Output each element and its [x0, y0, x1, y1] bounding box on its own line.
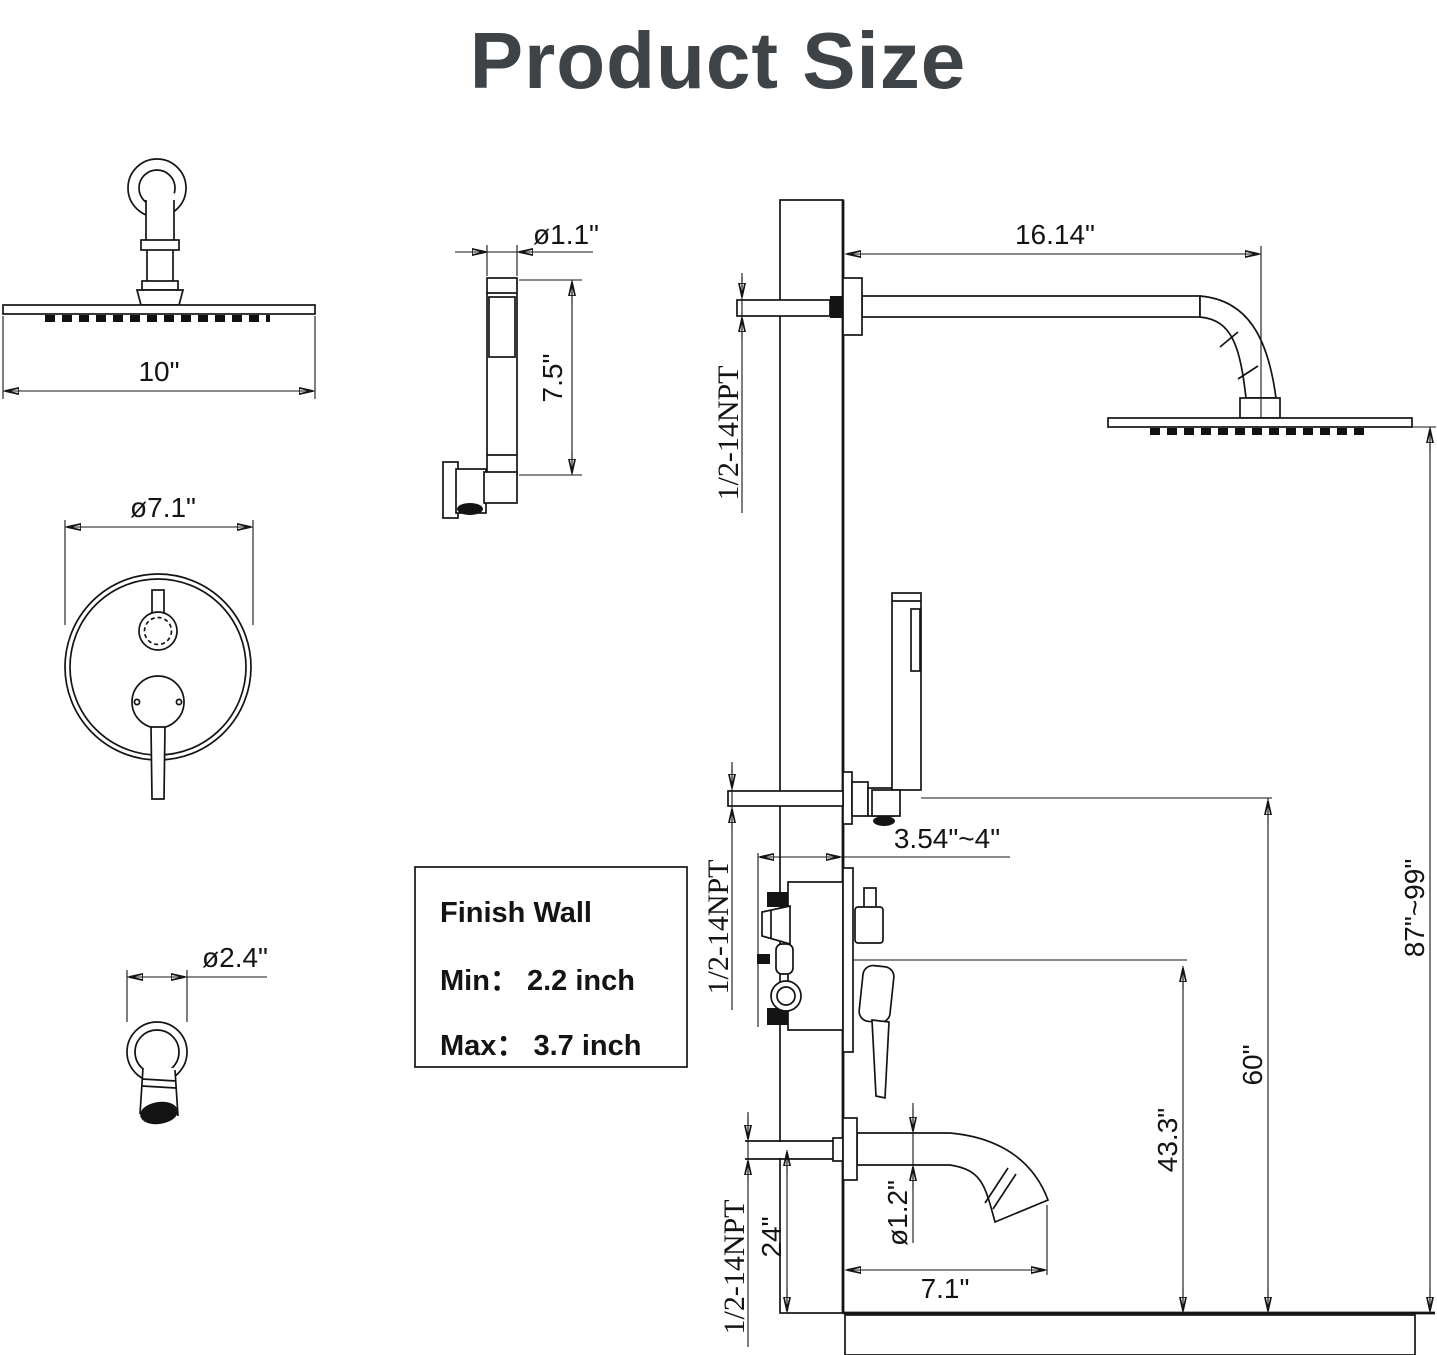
spout-nipple	[832, 1137, 844, 1162]
finish-wall-title: Finish Wall	[440, 897, 592, 929]
valve-stub	[757, 954, 770, 964]
valve-bracket-top	[767, 892, 790, 907]
holder-nut	[851, 781, 869, 817]
spout-supply-pipe	[745, 1142, 833, 1158]
head-connector-nut	[1239, 397, 1281, 419]
shower-arm-side	[736, 277, 1413, 435]
holder-supply-pipe	[727, 790, 844, 807]
wall-depth-label: 3.54"~4"	[894, 823, 1000, 854]
head-nut	[135, 289, 185, 306]
spray-face	[488, 296, 516, 358]
arm-supply-pipe	[736, 299, 831, 317]
npt-hand-shower-label: 1/2-14NPT	[702, 860, 735, 995]
diverter-stub-side	[863, 887, 877, 909]
dim-wall-depth: 3.54"~4"	[757, 823, 1010, 1027]
finish-wall-min: Min： 2.2 inch	[440, 965, 635, 997]
spout-flange-diameter-label: ø2.4"	[202, 942, 268, 973]
arm-length-label: 16.14"	[1015, 219, 1095, 250]
npt-callout-shower-arm: 1/2-14NPT	[712, 273, 745, 513]
wand-spray-strip	[910, 608, 921, 672]
dim-rain-head-height: 87"~99"	[1399, 426, 1436, 1313]
dim-valve-height: 43.3"	[853, 959, 1187, 1313]
handle-base-side	[858, 964, 895, 1024]
floor-hatch	[844, 1314, 1416, 1355]
rain-head-height-label: 87"~99"	[1399, 859, 1430, 958]
dim-spout-flange-diameter: ø2.4"	[126, 942, 268, 1022]
wand-diameter-label: ø1.1"	[533, 219, 599, 250]
handle-lever-side	[871, 1019, 890, 1100]
hand-shower-wand	[486, 277, 518, 476]
npt-shower-arm-label: 1/2-14NPT	[712, 366, 745, 501]
rain-head-side-plate	[1107, 417, 1413, 428]
spout-diameter-label: ø1.2"	[882, 1180, 913, 1246]
valve-side	[757, 867, 895, 1100]
installation-side-view: 16.14" 1/2-14NPT 1/2-14NPT 1/2-14NPT	[702, 199, 1436, 1355]
finish-wall-max: Max： 3.7 inch	[440, 1030, 641, 1062]
dim-wand-length: 7.5"	[519, 279, 582, 476]
arm-escutcheon	[842, 277, 863, 336]
trim-diameter-label: ø7.1"	[130, 492, 196, 523]
valve-trim-plate-side	[842, 867, 854, 1053]
valve-cap-circle	[770, 980, 802, 1012]
npt-callout-hand-shower: 1/2-14NPT	[702, 762, 735, 1010]
rain-head-front-view: 10"	[2, 158, 316, 399]
npt-callout-tub-spout: 1/2-14NPT	[718, 1112, 751, 1347]
spout-escutcheon	[842, 1117, 858, 1181]
outlet	[457, 503, 483, 515]
dim-hand-shower-height: 60"	[921, 797, 1272, 1313]
valve-height-label: 43.3"	[1152, 1108, 1183, 1172]
valve-bracket-bottom	[767, 1008, 790, 1025]
spout-tube	[856, 1132, 1050, 1224]
dim-spout-reach: 7.1"	[845, 1205, 1048, 1304]
valve-cartridge	[761, 904, 791, 946]
dim-head-width: 10"	[2, 316, 316, 399]
arm-tube	[861, 295, 1201, 318]
finish-wall-box: Finish Wall Min： 2.2 inch Max： 3.7 inch	[414, 866, 688, 1068]
diverter-knob-side	[854, 906, 884, 944]
arm-bend	[1199, 295, 1277, 399]
dim-trim-diameter: ø7.1"	[64, 492, 254, 625]
dim-wand-diameter: ø1.1"	[455, 219, 599, 276]
valve-trim-front-view: ø7.1"	[64, 492, 254, 800]
head-width-label: 10"	[138, 356, 179, 387]
wand-length-label: 7.5"	[537, 354, 568, 403]
spout-height-label: 24"	[756, 1216, 787, 1257]
dim-spout-height: 24"	[756, 1150, 787, 1313]
holder-escutcheon	[842, 771, 853, 825]
page-title: Product Size	[470, 16, 967, 105]
diverter-stub	[151, 589, 165, 615]
handle-lever	[150, 726, 166, 800]
tub-spout-side	[745, 1117, 1050, 1224]
dim-arm-length: 16.14"	[845, 219, 1262, 418]
tub-spout-front-view: ø2.4"	[126, 942, 268, 1125]
wand-outlet	[873, 816, 895, 826]
spout-reach-label: 7.1"	[921, 1273, 970, 1304]
spout-flange-inner	[134, 1029, 180, 1075]
hand-shower-front-view: ø1.1" 7.5"	[442, 219, 599, 519]
hand-shower-side	[727, 592, 922, 826]
npt-tub-spout-label: 1/2-14NPT	[718, 1200, 751, 1335]
cold-dot	[175, 698, 183, 706]
hot-dot	[133, 698, 141, 706]
arm-wall-anchor	[830, 296, 843, 318]
finish-wall-border	[414, 866, 688, 1068]
hand-shower-height-label: 60"	[1237, 1044, 1268, 1085]
hand-wand-side	[891, 592, 922, 791]
dim-spout-diameter: ø1.2"	[882, 1103, 913, 1246]
arm-collar	[140, 239, 180, 251]
rain-head-plate	[2, 304, 316, 315]
